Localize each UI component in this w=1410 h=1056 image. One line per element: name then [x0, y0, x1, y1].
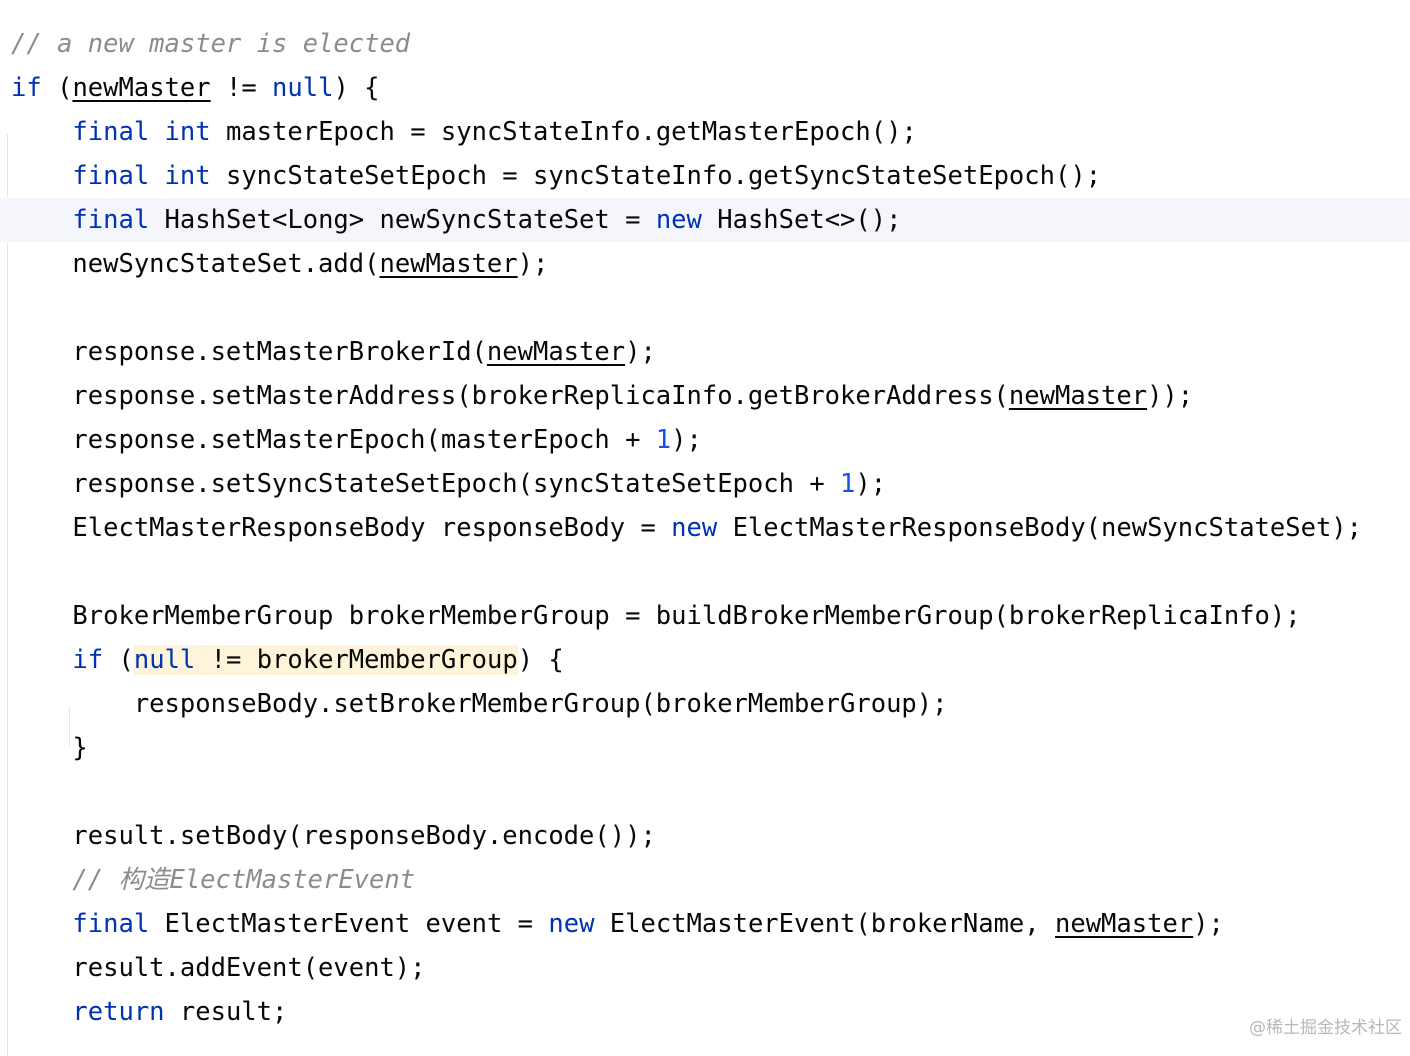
code-line[interactable]: return result;	[0, 990, 1410, 1034]
code-token: final	[72, 161, 150, 191]
code-line[interactable]: if (null != brokerMemberGroup) {	[0, 638, 1410, 682]
code-token: 1	[655, 425, 672, 455]
code-token: null	[133, 645, 196, 675]
code-token: response.setMasterBrokerId(	[11, 337, 487, 367]
code-line[interactable]: response.setMasterEpoch(masterEpoch + 1)…	[0, 418, 1410, 462]
code-token: syncStateSetEpoch = syncStateInfo.getSyn…	[210, 161, 1102, 191]
code-token: new	[548, 909, 595, 939]
code-line[interactable]: // a new master is elected	[0, 22, 1410, 66]
code-token: response.setMasterAddress(brokerReplicaI…	[11, 381, 1009, 411]
code-token	[149, 117, 164, 147]
code-token: newMaster	[1008, 381, 1148, 411]
code-token: int	[164, 161, 211, 191]
watermark-text: @稀土掘金技术社区	[1249, 1018, 1402, 1038]
code-token: HashSet<Long> newSyncStateSet =	[149, 205, 656, 235]
code-token: !=	[210, 73, 273, 103]
code-token: (	[41, 73, 73, 103]
code-token: ElectMasterResponseBody responseBody =	[11, 513, 672, 543]
code-token: if	[11, 73, 42, 103]
code-token: newMaster	[1055, 909, 1194, 939]
code-token: responseBody.setBrokerMemberGroup(broker…	[11, 689, 948, 719]
code-line[interactable]	[0, 770, 1410, 814]
code-token: if	[72, 645, 104, 675]
code-token	[11, 161, 72, 191]
code-line[interactable]: final int masterEpoch = syncStateInfo.ge…	[0, 110, 1410, 154]
code-token: );	[1193, 909, 1224, 939]
code-token: (	[103, 645, 134, 675]
code-line[interactable]: responseBody.setBrokerMemberGroup(broker…	[0, 682, 1410, 726]
code-token	[149, 161, 164, 191]
code-line[interactable]: response.setMasterBrokerId(newMaster);	[0, 330, 1410, 374]
code-token: newMaster	[486, 337, 626, 367]
code-token: ElectMasterResponseBody(newSyncStateSet)…	[717, 513, 1363, 543]
indent-guide-inner	[69, 706, 70, 746]
code-token	[11, 997, 72, 1027]
code-token: new	[655, 205, 702, 235]
code-line[interactable]: newSyncStateSet.add(newMaster);	[0, 242, 1410, 286]
code-token: final	[72, 117, 150, 147]
code-token: result.setBody(responseBody.encode());	[11, 821, 656, 851]
code-line[interactable]: result.setBody(responseBody.encode());	[0, 814, 1410, 858]
code-line[interactable]: ElectMasterResponseBody responseBody = n…	[0, 506, 1410, 550]
code-token: masterEpoch = syncStateInfo.getMasterEpo…	[210, 117, 917, 147]
code-token: return	[72, 997, 165, 1027]
code-token: ) {	[517, 645, 564, 675]
code-line[interactable]: result.addEvent(event);	[0, 946, 1410, 990]
code-line[interactable]	[0, 550, 1410, 594]
code-token: result;	[164, 997, 288, 1027]
code-line[interactable]: if (newMaster != null) {	[0, 66, 1410, 110]
code-line[interactable]: }	[0, 726, 1410, 770]
code-token: response.setSyncStateSetEpoch(syncStateS…	[11, 469, 841, 499]
code-token: result.addEvent(event);	[11, 953, 426, 983]
code-token: newMaster	[72, 73, 211, 103]
code-editor[interactable]: // a new master is elected if (newMaster …	[0, 22, 1410, 1056]
code-line[interactable]: final HashSet<Long> newSyncStateSet = ne…	[0, 198, 1410, 242]
indent-guide	[7, 134, 8, 1056]
code-token: != brokerMemberGroup	[195, 645, 518, 675]
code-token: final	[72, 205, 150, 235]
code-token: 1	[840, 469, 856, 499]
code-token: ));	[1147, 381, 1194, 411]
code-token: BrokerMemberGroup brokerMemberGroup = bu…	[11, 601, 1301, 631]
code-line[interactable]: BrokerMemberGroup brokerMemberGroup = bu…	[0, 594, 1410, 638]
code-token: new	[671, 513, 718, 543]
code-token: null	[272, 73, 334, 103]
code-token	[11, 909, 72, 939]
code-token: ) {	[333, 73, 380, 103]
code-token: // 构造ElectMasterEvent	[72, 865, 416, 895]
code-token: }	[11, 733, 88, 763]
code-line[interactable]	[0, 286, 1410, 330]
code-token: );	[671, 425, 702, 455]
code-token	[11, 205, 72, 235]
code-token: ElectMasterEvent(brokerName,	[594, 909, 1055, 939]
code-token: );	[855, 469, 887, 499]
code-token: response.setMasterEpoch(masterEpoch +	[11, 425, 656, 455]
code-line[interactable]: final int syncStateSetEpoch = syncStateI…	[0, 154, 1410, 198]
code-token: int	[164, 117, 211, 147]
code-token	[11, 865, 72, 895]
code-token: ElectMasterEvent event =	[149, 909, 549, 939]
code-token: final	[72, 909, 150, 939]
code-token: // a new master is elected	[11, 29, 411, 59]
code-line[interactable]: final ElectMasterEvent event = new Elect…	[0, 902, 1410, 946]
code-token: );	[517, 249, 549, 279]
code-line[interactable]: response.setSyncStateSetEpoch(syncStateS…	[0, 462, 1410, 506]
code-token: HashSet<>();	[701, 205, 902, 235]
code-token: newSyncStateSet.add(	[11, 249, 380, 279]
code-line[interactable]: // 构造ElectMasterEvent	[0, 858, 1410, 902]
code-token	[11, 645, 72, 675]
code-token	[11, 117, 72, 147]
code-token: );	[625, 337, 656, 367]
code-line[interactable]: response.setMasterAddress(brokerReplicaI…	[0, 374, 1410, 418]
code-token: newMaster	[379, 249, 518, 279]
